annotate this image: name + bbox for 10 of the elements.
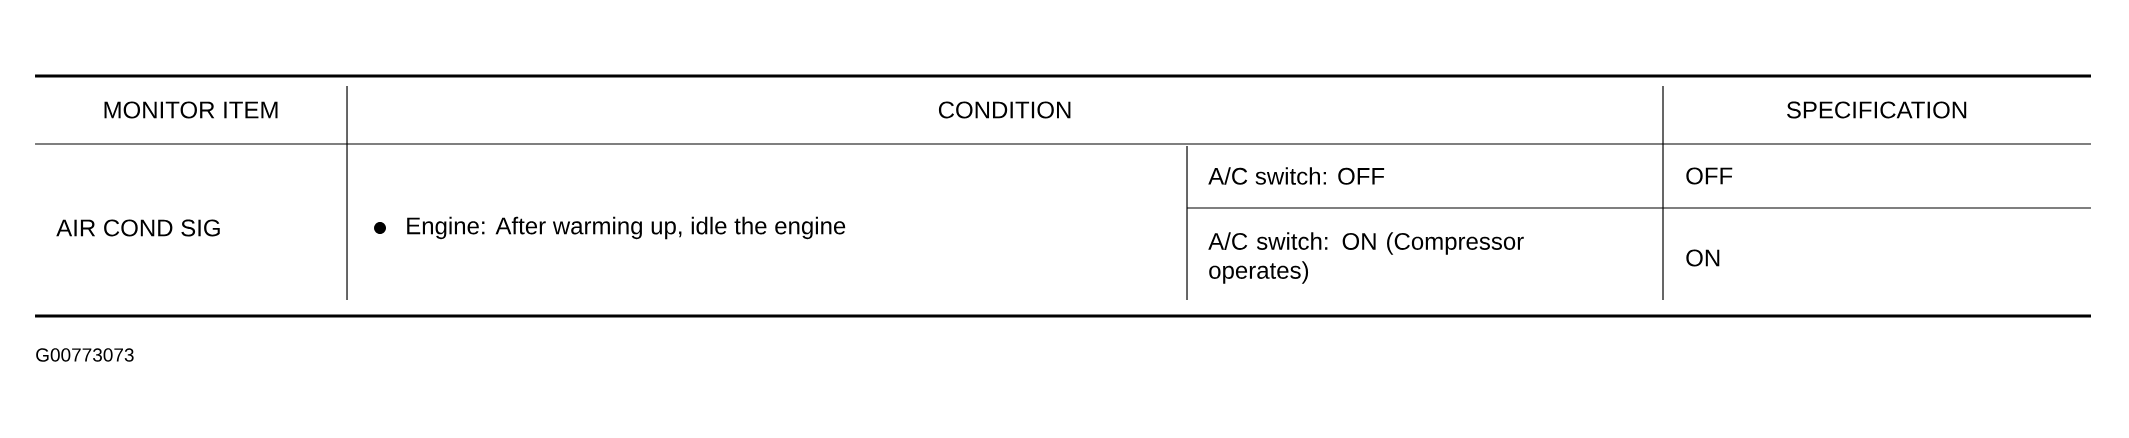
column-header: MONITOR ITEM xyxy=(104,101,278,119)
table-cell-text: Engine: After warming up, idle the engine xyxy=(407,216,846,240)
column-header: SPECIFICATION xyxy=(1786,101,1967,119)
column-header: CONDITION xyxy=(938,101,1071,119)
table-cell-text: A/C switch: ON (Compressor operates) xyxy=(1208,232,1524,284)
figure-code: G00773073 xyxy=(36,348,134,362)
table-cell-text: A/C switch: OFF xyxy=(1208,167,1385,185)
table-cell-text: AIR COND SIG xyxy=(56,219,220,237)
table-cell-text: ON xyxy=(1686,249,1720,267)
table-cell-text: OFF xyxy=(1686,167,1733,185)
